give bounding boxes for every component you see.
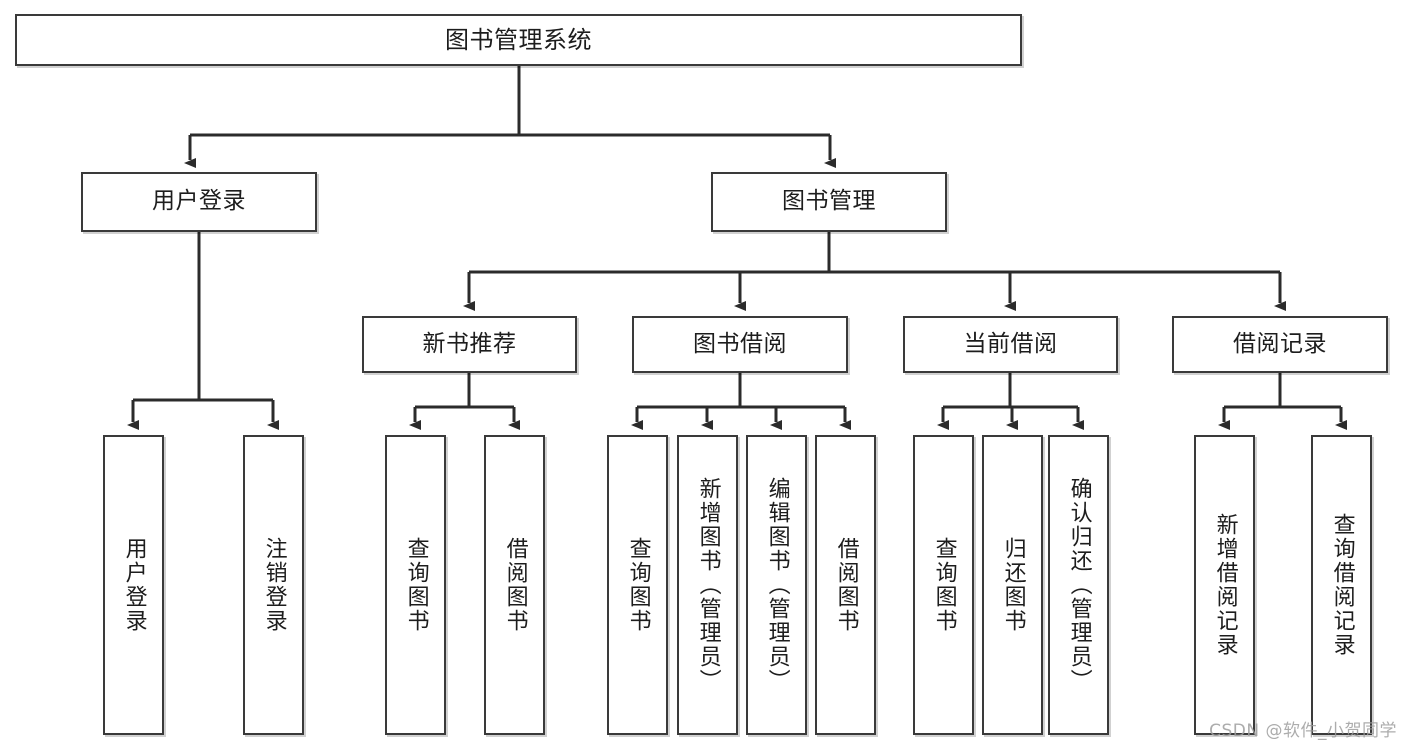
node-current-borrow[interactable]: 当前借阅 — [903, 316, 1118, 373]
node-leaf-borrow-book-recommend[interactable]: 借阅图书 — [484, 435, 545, 735]
node-leaf-confirm-return-admin-label: 确认归还（管理员） — [1066, 477, 1092, 693]
node-leaf-logout[interactable]: 注销登录 — [243, 435, 304, 735]
node-leaf-edit-book-admin-label: 编辑图书（管理员） — [764, 477, 790, 693]
node-leaf-query-book-recommend[interactable]: 查询图书 — [385, 435, 446, 735]
node-leaf-borrow-book[interactable]: 借阅图书 — [815, 435, 876, 735]
node-leaf-query-borrow-record[interactable]: 查询借阅记录 — [1311, 435, 1372, 735]
node-current-borrow-label: 当前借阅 — [963, 330, 1058, 357]
node-leaf-query-book-borrow[interactable]: 查询图书 — [607, 435, 668, 735]
node-leaf-return-book[interactable]: 归还图书 — [982, 435, 1043, 735]
node-book-borrow-label: 图书借阅 — [693, 330, 787, 357]
node-leaf-borrow-book-recommend-label: 借阅图书 — [502, 537, 528, 633]
node-user-login[interactable]: 用户登录 — [81, 172, 317, 232]
node-leaf-user-login[interactable]: 用户登录 — [103, 435, 164, 735]
node-leaf-confirm-return-admin[interactable]: 确认归还（管理员） — [1048, 435, 1109, 735]
node-leaf-query-book-current[interactable]: 查询图书 — [913, 435, 974, 735]
node-leaf-query-book-recommend-label: 查询图书 — [403, 537, 429, 633]
node-leaf-add-book-admin-label: 新增图书（管理员） — [695, 477, 721, 693]
node-leaf-return-book-label: 归还图书 — [1000, 537, 1026, 633]
node-new-book-recommend-label: 新书推荐 — [422, 330, 517, 357]
node-borrow-record-label: 借阅记录 — [1233, 330, 1327, 357]
node-borrow-record[interactable]: 借阅记录 — [1172, 316, 1388, 373]
node-leaf-borrow-book-label: 借阅图书 — [833, 537, 859, 633]
node-leaf-add-book-admin[interactable]: 新增图书（管理员） — [677, 435, 738, 735]
node-leaf-add-borrow-record[interactable]: 新增借阅记录 — [1194, 435, 1255, 735]
node-leaf-edit-book-admin[interactable]: 编辑图书（管理员） — [746, 435, 807, 735]
node-leaf-query-borrow-record-label: 查询借阅记录 — [1329, 513, 1355, 657]
node-leaf-query-book-borrow-label: 查询图书 — [625, 537, 651, 633]
node-root-label: 图书管理系统 — [445, 25, 592, 54]
node-root[interactable]: 图书管理系统 — [15, 14, 1022, 66]
node-leaf-logout-label: 注销登录 — [261, 537, 287, 633]
watermark: CSDN @软件_小贺同学 — [1209, 721, 1397, 741]
node-user-login-label: 用户登录 — [152, 188, 246, 215]
node-book-management[interactable]: 图书管理 — [711, 172, 947, 232]
node-book-management-label: 图书管理 — [782, 188, 876, 215]
node-leaf-query-book-current-label: 查询图书 — [931, 537, 957, 633]
node-leaf-user-login-label: 用户登录 — [121, 537, 147, 633]
node-book-borrow[interactable]: 图书借阅 — [632, 316, 848, 373]
node-leaf-add-borrow-record-label: 新增借阅记录 — [1212, 513, 1238, 657]
node-new-book-recommend[interactable]: 新书推荐 — [362, 316, 577, 373]
